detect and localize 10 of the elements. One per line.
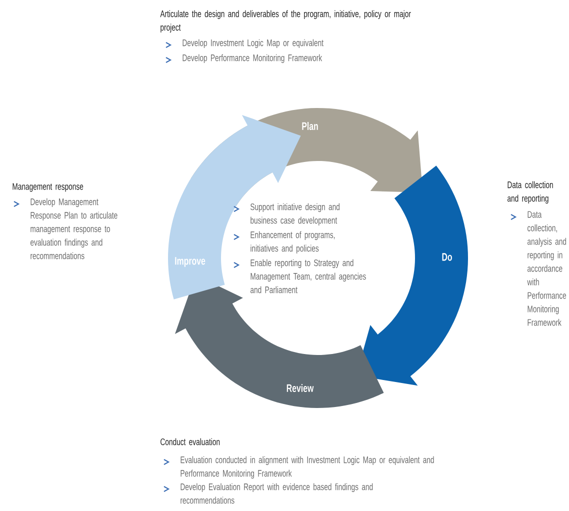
heading: Articulate the design and deliverables of the program, initiative, policy or major project — [160, 10, 411, 33]
heading: Data collection and reporting — [508, 181, 553, 204]
bullet-text: Develop Evaluation Report with evidence based findings and recommendations — [180, 483, 373, 504]
bullet-text: Data collection, analysis and reporting in accordance with Performance Monitoring Framework — [527, 211, 566, 326]
heading: Conduct evaluation — [160, 438, 220, 446]
bullet-text: Develop Management Response Plan to articulate management response to evaluation findings and recommendations — [30, 198, 118, 260]
bullet-text: Develop Performance Monitoring Framework — [182, 54, 322, 64]
bullet-text: Develop Investment Logic Map or equivalent — [182, 39, 324, 48]
bullet-text: Evaluation conducted in alignment with Investment Logic Map or equivalent and Performance Monitoring Framework — [180, 456, 434, 479]
heading: Management response — [12, 183, 84, 192]
